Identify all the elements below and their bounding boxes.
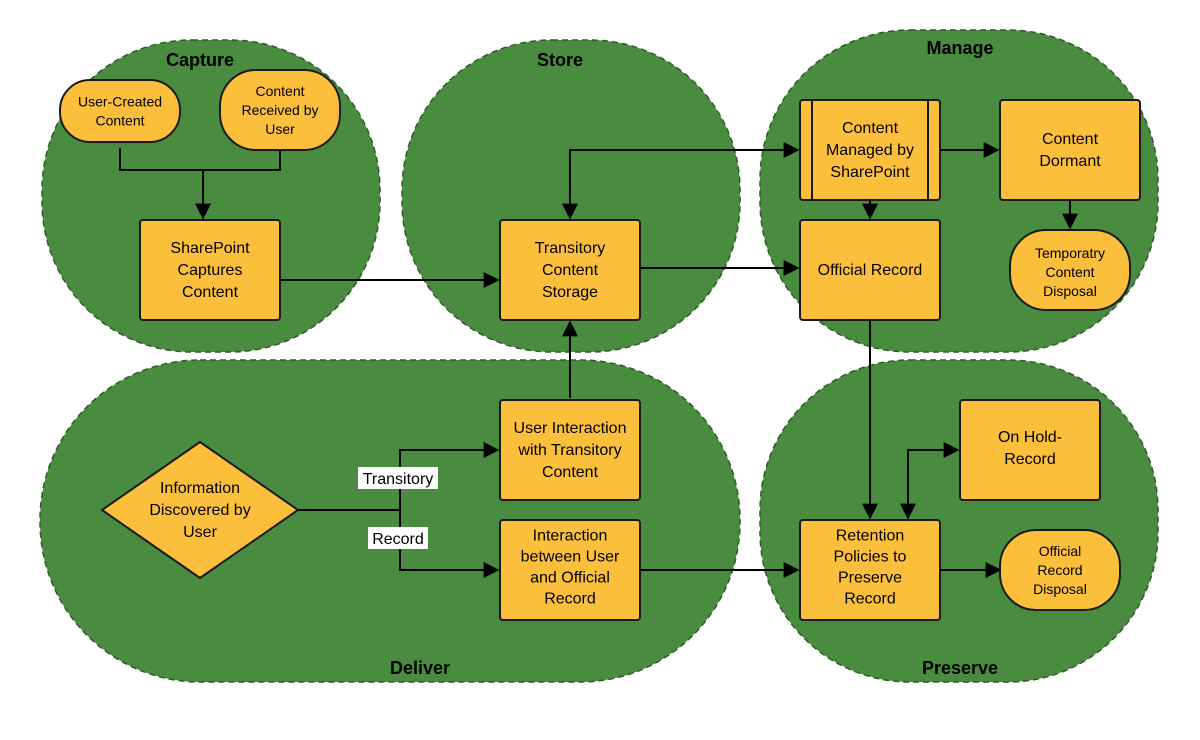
- node-on-hold-record: [959, 399, 1101, 501]
- edge-label-bg-record: [368, 527, 428, 549]
- node-text-line: User Interaction: [514, 420, 627, 437]
- node-text-line: Content: [95, 113, 144, 129]
- node-text-line: Interaction: [533, 528, 608, 545]
- node-interaction-official-record: [499, 519, 641, 621]
- node-text-line: Content: [182, 284, 239, 301]
- node-text-line: Official: [1039, 543, 1082, 559]
- edge-user-created-to-capture: [119, 148, 211, 220]
- node-text-line: On Hold-: [998, 429, 1062, 446]
- zone-label-store: Store: [537, 50, 583, 70]
- node-text-line: Discovered by: [149, 502, 250, 519]
- node-text-line: and Official: [530, 570, 610, 587]
- node-text-line: Disposal: [1043, 283, 1097, 299]
- node-sharepoint-captures-content: [139, 219, 281, 321]
- node-text-line: Official Record: [818, 262, 923, 279]
- zone-label-capture: Capture: [166, 50, 234, 70]
- zone-label-deliver: Deliver: [390, 658, 450, 678]
- node-text-line: SharePoint: [170, 240, 250, 257]
- node-text-line: Record: [1004, 451, 1056, 468]
- node-user-created-content: [59, 79, 181, 143]
- node-text-line: User: [265, 121, 295, 137]
- node-text-line: Storage: [542, 284, 598, 301]
- node-official-record: [799, 219, 941, 321]
- node-retention-policies: [799, 519, 941, 621]
- edge-label-transitory: Transitory: [363, 471, 434, 488]
- node-text-line: Information: [160, 480, 240, 497]
- node-text-line: Content: [1042, 131, 1099, 148]
- node-official-record-disposal: [999, 529, 1121, 611]
- node-content-received-by-user: [219, 69, 341, 151]
- node-text-line: with Transitory: [517, 442, 621, 459]
- node-text-line: between User: [521, 549, 620, 566]
- node-text-line: Content: [1045, 264, 1094, 280]
- edge-received-to-capture: [203, 150, 281, 171]
- zone-label-manage: Manage: [926, 38, 993, 58]
- node-text-line: Record: [544, 591, 596, 608]
- node-on-hold-record-text: On Hold- Record: [998, 429, 1062, 468]
- edge-label-record: Record: [372, 531, 424, 548]
- node-text-line: Received by: [241, 102, 318, 118]
- node-text-line: Policies to: [834, 549, 907, 566]
- node-text-line: Managed by: [826, 142, 914, 159]
- node-text-line: Temporatry: [1035, 245, 1105, 261]
- node-official-record-text: Official Record: [818, 262, 923, 279]
- node-content-dormant: [999, 99, 1141, 201]
- node-information-discovered-by-user: [100, 440, 300, 580]
- node-text-line: Preserve: [838, 570, 902, 587]
- node-text-line: Content: [842, 120, 899, 137]
- node-text-line: Captures: [178, 262, 243, 279]
- node-text-line: SharePoint: [830, 164, 910, 181]
- zone-label-preserve: Preserve: [922, 658, 998, 678]
- node-text-line: Content: [255, 83, 304, 99]
- node-text-line: User-Created: [78, 94, 162, 110]
- node-text-line: Retention: [836, 528, 905, 545]
- node-content-managed-by-sharepoint: [799, 99, 941, 201]
- edge-retention-onhold: [900, 442, 960, 520]
- node-user-interaction-transitory: [499, 399, 641, 501]
- edge-label-bg-transitory: [358, 467, 438, 489]
- edge-storage-to-managed: [562, 142, 800, 220]
- node-text-line: Dormant: [1039, 153, 1101, 170]
- node-text-line: Content: [542, 262, 599, 279]
- node-transitory-content-storage: [499, 219, 641, 321]
- node-text-line: Record: [1037, 562, 1082, 578]
- node-text-line: Disposal: [1033, 581, 1087, 597]
- node-text-line: Record: [844, 591, 896, 608]
- node-temporary-content-disposal: [1009, 229, 1131, 311]
- node-text-line: Transitory: [535, 240, 606, 257]
- node-text-line: User: [183, 524, 217, 541]
- node-text-line: Content: [542, 464, 599, 481]
